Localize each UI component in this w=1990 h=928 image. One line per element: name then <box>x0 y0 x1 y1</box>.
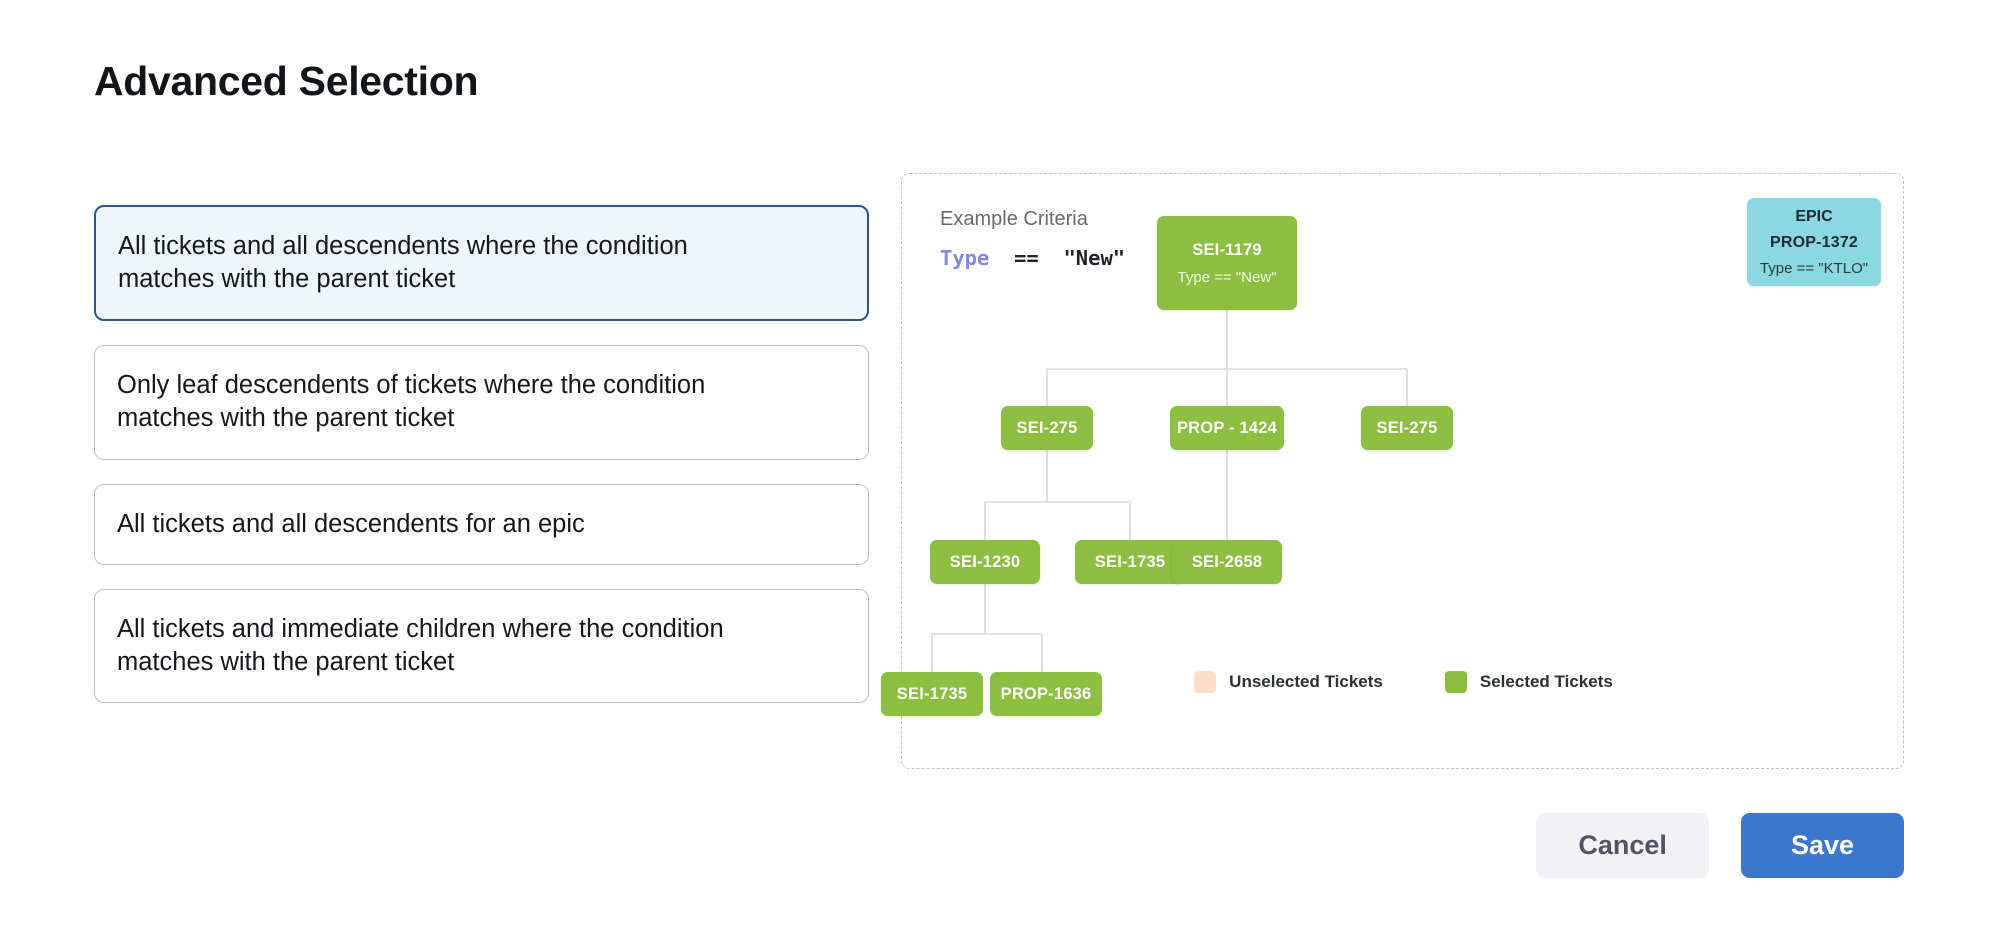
criteria-operator: == <box>1014 246 1039 270</box>
node-id: SEI-1230 <box>949 552 1021 571</box>
option-card-immediate-children[interactable]: All tickets and immediate children where… <box>94 589 869 704</box>
node-id: SEI-275 <box>1016 418 1078 437</box>
node-id: PROP-1636 <box>1000 684 1092 703</box>
save-button[interactable]: Save <box>1740 813 1904 878</box>
option-label: Only leaf descendents of tickets where t… <box>117 371 706 432</box>
node-condition: Type == "KTLO" <box>1759 259 1869 277</box>
criteria-field: Type <box>940 246 990 270</box>
option-card-epic-descendents[interactable]: All tickets and all descendents for an e… <box>94 483 869 566</box>
option-card-all-descendents[interactable]: All tickets and all descendents where th… <box>94 205 869 322</box>
option-label: All tickets and all descendents for an e… <box>117 509 585 538</box>
node-id: SEI-1179 <box>1192 240 1262 259</box>
diagram-legend: Unselected Tickets Selected Tickets <box>902 671 1905 693</box>
tree-node-sei-1179[interactable]: SEI-1179 Type == "New" <box>1157 216 1297 310</box>
selection-options-list: All tickets and all descendents where th… <box>94 205 869 704</box>
node-id: SEI-275 <box>1376 418 1438 437</box>
cancel-button[interactable]: Cancel <box>1536 813 1709 878</box>
tree-node-sei-1230[interactable]: SEI-1230 <box>930 540 1040 584</box>
tree-node-sei-1735-mid[interactable]: SEI-1735 <box>1075 540 1185 584</box>
criteria-title: Example Criteria <box>940 208 1088 230</box>
node-id: SEI-1735 <box>896 684 968 703</box>
node-id: SEI-2658 <box>1191 552 1263 571</box>
legend-swatch-selected <box>1444 671 1467 693</box>
criteria-value: "New" <box>1063 246 1126 270</box>
tree-node-sei-275-left[interactable]: SEI-275 <box>1001 406 1093 450</box>
legend-item-unselected: Unselected Tickets <box>1194 671 1383 693</box>
dialog-footer: Cancel Save <box>1536 813 1904 878</box>
tree-node-sei-275-right[interactable]: SEI-275 <box>1361 406 1453 450</box>
legend-label: Selected Tickets <box>1479 672 1613 691</box>
node-condition: Type == "New" <box>1177 268 1277 286</box>
node-id: SEI-1735 <box>1094 552 1166 571</box>
node-kind: EPIC <box>1795 207 1833 225</box>
option-label: All tickets and all descendents where th… <box>118 232 688 293</box>
tree-node-sei-1735-leaf[interactable]: SEI-1735 <box>881 672 983 716</box>
legend-swatch-unselected <box>1194 671 1217 693</box>
criteria-expression: Type == "New" <box>940 246 1125 270</box>
tree-node-epic-prop-1372[interactable]: EPIC PROP-1372 Type == "KTLO" <box>1747 198 1881 286</box>
option-card-leaf-descendents[interactable]: Only leaf descendents of tickets where t… <box>94 345 869 460</box>
page-title: Advanced Selection <box>94 58 479 104</box>
tree-node-prop-1636[interactable]: PROP-1636 <box>990 672 1102 716</box>
tree-node-sei-2658[interactable]: SEI-2658 <box>1172 540 1282 584</box>
node-id: PROP - 1424 <box>1176 418 1278 437</box>
option-label: All tickets and immediate children where… <box>117 615 724 676</box>
legend-label: Unselected Tickets <box>1229 672 1383 691</box>
example-diagram-panel: Example Criteria Type == "New" <box>881 173 1905 769</box>
tree-node-prop-1424[interactable]: PROP - 1424 <box>1170 406 1284 450</box>
legend-item-selected: Selected Tickets <box>1444 671 1613 693</box>
node-id: PROP-1372 <box>1769 233 1859 251</box>
